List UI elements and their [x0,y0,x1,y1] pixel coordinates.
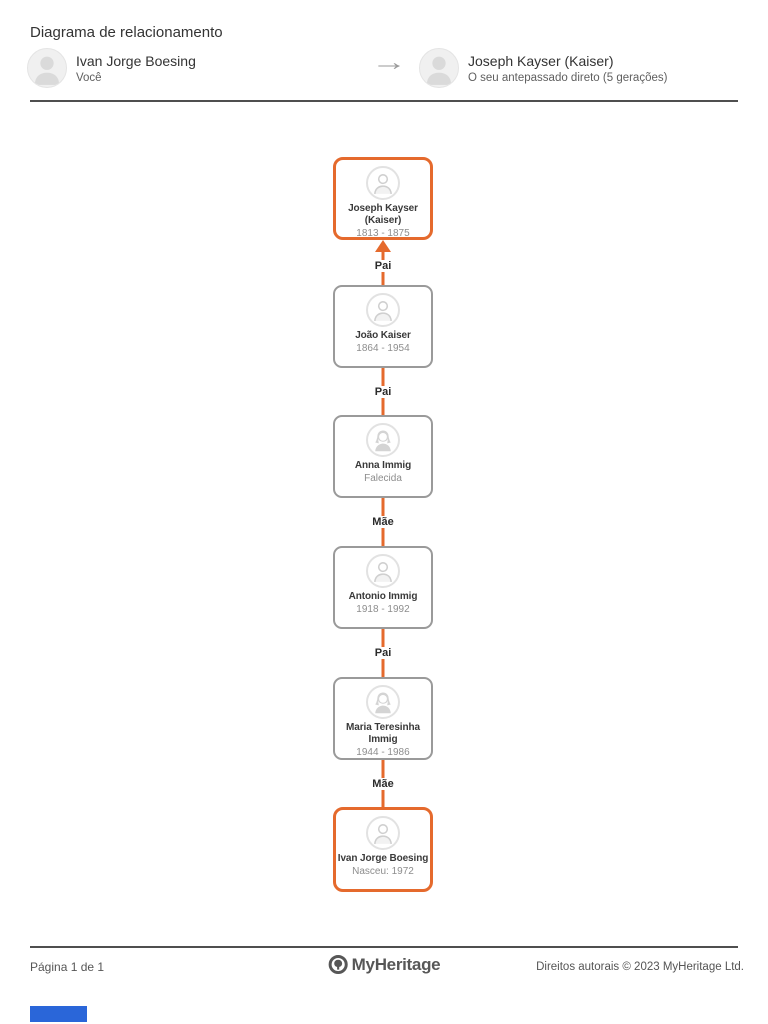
card-person-name: João Kaiser [355,330,411,341]
relation-label-mae: Mãe [369,777,397,790]
female-avatar-icon [366,423,400,457]
card-person-name: Anna Immig [354,460,412,471]
person-card-anna-immig[interactable]: Anna Immig Falecida [333,415,433,498]
myheritage-logo-icon [328,954,349,975]
person-card-joao-kaiser[interactable]: João Kaiser 1864 - 1954 [333,285,433,368]
myheritage-logo: MyHeritage [328,954,441,975]
person-from-name: Ivan Jorge Boesing [76,52,196,69]
page-number: Página 1 de 1 [30,960,105,974]
card-person-name: Antonio Immig [348,591,418,602]
male-avatar-icon [366,554,400,588]
relation-label-mae: Mãe [369,516,397,528]
relation-label-pai: Pai [371,385,395,398]
arrow-up-icon [375,240,391,252]
person-card-joseph-kayser[interactable]: Joseph Kayser (Kaiser) 1813 - 1875 [333,157,433,240]
person-card-maria-teresinha-immig[interactable]: Maria Teresinha Immig 1944 - 1986 [333,677,433,760]
header-person-from: Ivan Jorge Boesing Você [27,48,196,88]
card-person-detail: 1813 - 1875 [356,228,410,240]
copyright-text: Direitos autorais © 2023 MyHeritage Ltd. [536,961,744,973]
card-person-detail: Nasceu: 1972 [352,866,414,878]
person-card-antonio-immig[interactable]: Antonio Immig 1918 - 1992 [333,546,433,629]
card-person-detail: 1864 - 1954 [356,343,410,355]
page-title: Diagrama de relacionamento [30,24,223,41]
male-avatar-icon [366,166,400,200]
myheritage-logo-text: MyHeritage [351,954,441,974]
connector-pai-1: Pai [333,240,433,285]
footer-divider [30,946,738,948]
card-person-name: Maria Teresinha Immig [346,722,420,746]
male-avatar-icon [366,816,400,850]
header-person-to: Joseph Kayser (Kaiser) O seu antepassado… [419,48,667,88]
relation-label-pai: Pai [371,647,395,659]
connector-mae-1: Mãe [333,498,433,546]
arrow-right-icon: → [371,49,407,76]
connector-mae-2: Mãe [333,760,433,807]
relation-label-pai: Pai [371,260,395,272]
bottom-left-blue-mark [30,1006,87,1022]
male-avatar-icon [419,48,459,88]
female-avatar-icon [366,685,400,719]
card-person-detail: Falecida [364,473,402,485]
male-avatar-icon [27,48,67,88]
card-person-detail: 1918 - 1992 [356,604,410,616]
person-card-ivan-jorge-boesing[interactable]: Ivan Jorge Boesing Nasceu: 1972 [333,807,433,892]
person-to-subtitle: O seu antepassado direto (5 gerações) [468,71,668,84]
male-avatar-icon [366,293,400,327]
person-to-name: Joseph Kayser (Kaiser) [468,52,614,69]
connector-pai-3: Pai [333,629,433,677]
connector-pai-2: Pai [333,368,433,415]
card-person-name: Ivan Jorge Boesing [337,853,429,864]
card-person-name: Joseph Kayser (Kaiser) [348,203,418,227]
person-from-subtitle: Você [76,71,102,84]
header-divider [30,100,738,102]
card-person-detail: 1944 - 1986 [356,747,410,759]
